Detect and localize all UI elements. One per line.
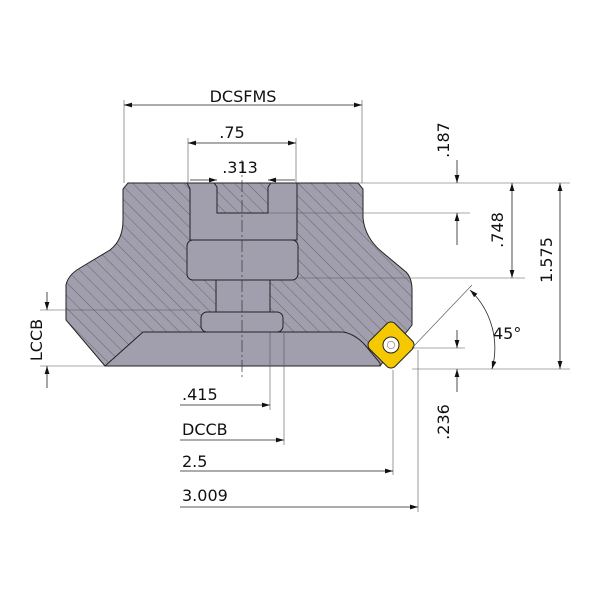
label-dcsfms: DCSFMS: [210, 87, 277, 106]
label-2-5: 2.5: [182, 452, 207, 471]
label-748: .748: [488, 212, 507, 248]
dimension-lines: [44, 102, 563, 510]
label-angle: 45°: [493, 324, 521, 343]
label-3009: 3.009: [182, 486, 228, 505]
label-keyway: .313: [222, 158, 258, 177]
label-236: .236: [434, 404, 453, 440]
label-bore: .75: [219, 123, 244, 142]
label-415: .415: [182, 385, 218, 404]
insert: [367, 321, 415, 369]
label-1575: 1.575: [537, 237, 556, 283]
label-dccb: DCCB: [182, 420, 228, 439]
label-lccb: LCCB: [27, 319, 46, 361]
extension-lines: [40, 100, 570, 512]
label-187: .187: [434, 122, 453, 158]
